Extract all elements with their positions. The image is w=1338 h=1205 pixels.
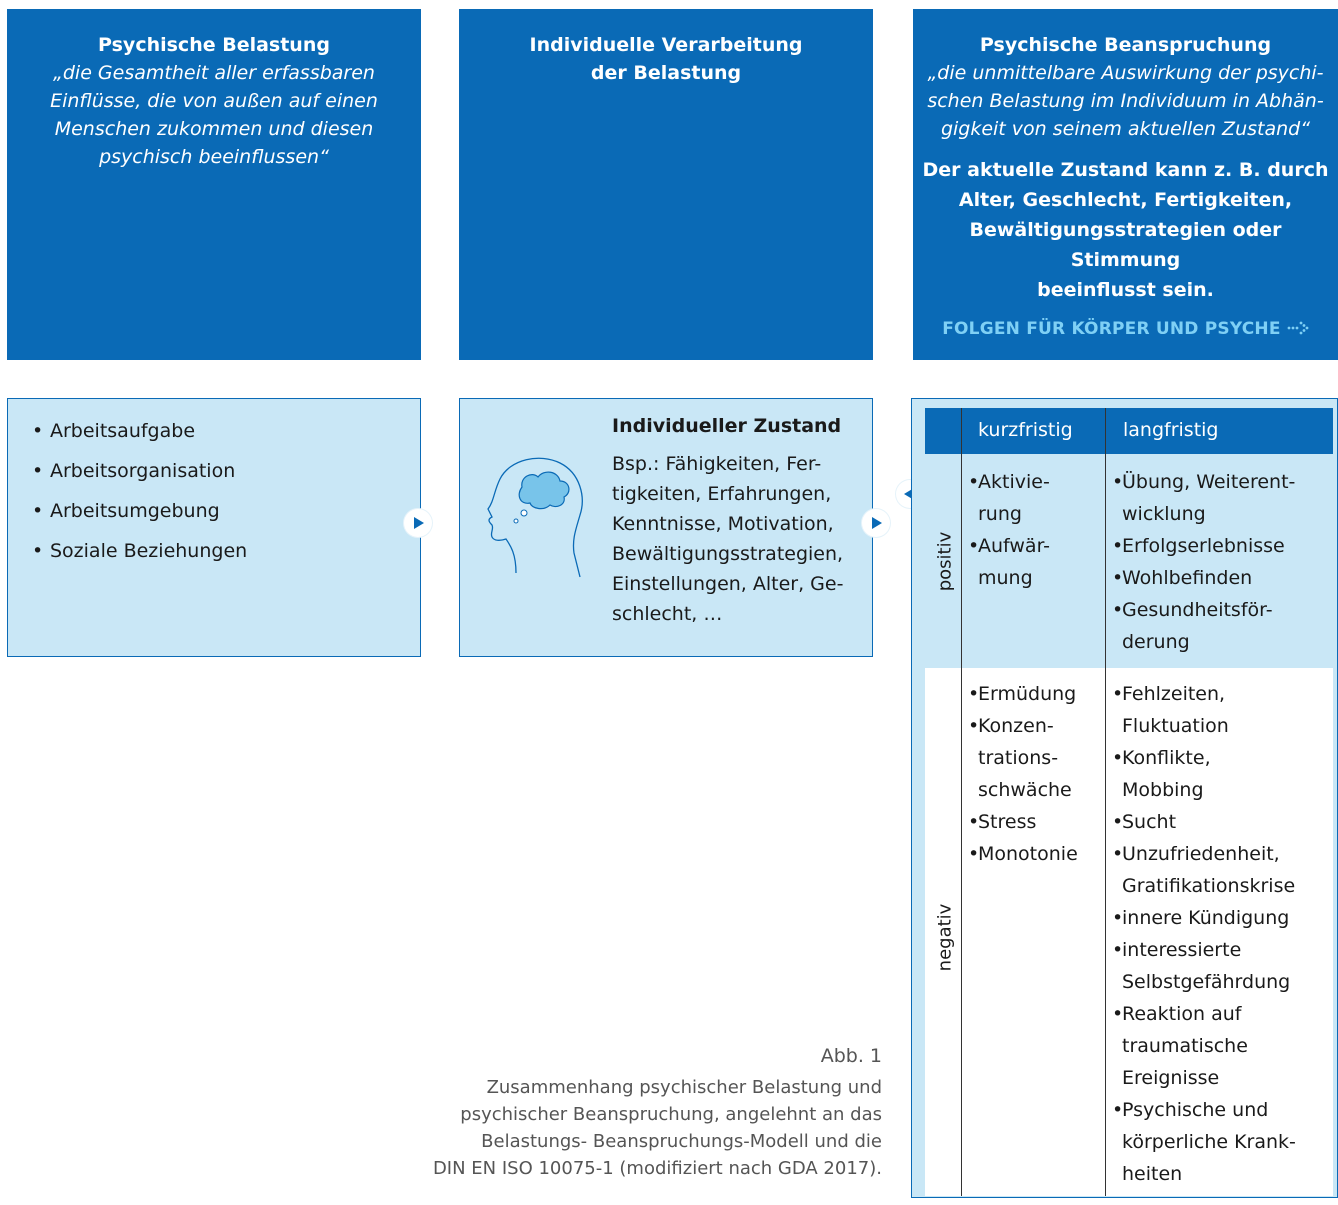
zustand-text: Bsp.: Fähigkeiten, Fer- tigkeiten, Erfah…: [612, 453, 844, 625]
zustand-box: Individueller Zustand Bsp.: Fähigkeiten,…: [459, 398, 873, 657]
arrow-right-icon: [862, 509, 890, 537]
list-item: Konzen-trations-schwäche: [966, 710, 1104, 806]
neg-long-list: Fehlzeiten,FluktuationKonflikte,MobbingS…: [1110, 678, 1335, 1190]
list-item: Aufwär-mung: [966, 530, 1104, 594]
col-header-kurzfristig: kurzfristig: [978, 419, 1073, 441]
list-item: Unzufriedenheit,Gratifikationskrise: [1110, 838, 1335, 902]
row-label-positiv: positiv: [934, 531, 956, 592]
belastung-box: Psychische Belastung „die Gesamtheit all…: [7, 9, 421, 360]
list-item: Arbeitsaufgabe: [30, 411, 420, 451]
list-item: Arbeitsorganisation: [30, 451, 420, 491]
list-item: Erfolgserlebnisse: [1110, 530, 1335, 562]
list-item: Übung, Weiterent-wicklung: [1110, 466, 1335, 530]
list-item: Konflikte,Mobbing: [1110, 742, 1335, 806]
figure-caption: Abb. 1 Zusammenhang psychischer Belastun…: [432, 1045, 882, 1179]
list-item: Soziale Beziehungen: [30, 531, 420, 571]
list-item: Ermüdung: [966, 678, 1104, 710]
verarbeitung-box: Individuelle Verarbeitung der Belastung: [459, 9, 873, 360]
row-label-negativ: negativ: [934, 903, 956, 972]
arrow-right-icon: [404, 509, 432, 537]
head-thought-icon: [480, 449, 590, 583]
folgen-label: FOLGEN FÜR KÖRPER UND PSYCHE: [913, 319, 1338, 339]
list-item: Wohlbefinden: [1110, 562, 1335, 594]
table-header: kurzfristig langfristig: [925, 408, 1333, 454]
factors-box: Arbeitsaufgabe Arbeitsorganisation Arbei…: [7, 398, 421, 657]
beanspruchung-quote: „die unmittelbare Auswirkung der psychi-…: [927, 62, 1324, 140]
list-item: Aktivie-rung: [966, 466, 1104, 530]
caption-label: Abb. 1: [820, 1045, 882, 1067]
pos-short-list: Aktivie-rungAufwär-mung: [966, 466, 1104, 594]
pos-long-list: Übung, Weiterent-wicklungErfolgserlebnis…: [1110, 466, 1335, 658]
list-item: Arbeitsumgebung: [30, 491, 420, 531]
list-item: Fehlzeiten,Fluktuation: [1110, 678, 1335, 742]
consequences-table: kurzfristig langfristig positiv negativ …: [911, 398, 1338, 1198]
list-item: Monotonie: [966, 838, 1104, 870]
list-item: Gesundheitsför-derung: [1110, 594, 1335, 658]
dotted-arrow-icon: [1287, 319, 1309, 339]
neg-short-list: ErmüdungKonzen-trations-schwächeStressMo…: [966, 678, 1104, 870]
beanspruchung-zustand-text: Der aktuelle Zustand kann z. B. durch Al…: [922, 159, 1329, 301]
list-item: Stress: [966, 806, 1104, 838]
verarbeitung-title: Individuelle Verarbeitung der Belastung: [529, 34, 803, 84]
col-header-langfristig: langfristig: [1123, 419, 1219, 441]
list-item: Sucht: [1110, 806, 1335, 838]
belastung-quote: „die Gesamtheit aller erfassbaren Einflü…: [50, 62, 378, 168]
beanspruchung-box: Psychische Beanspruchung „die unmittelba…: [913, 9, 1338, 360]
list-item: innere Kündigung: [1110, 902, 1335, 934]
zustand-title: Individueller Zustand: [612, 415, 842, 437]
beanspruchung-title: Psychische Beanspruchung: [979, 34, 1272, 56]
belastung-title: Psychische Belastung: [98, 34, 330, 56]
